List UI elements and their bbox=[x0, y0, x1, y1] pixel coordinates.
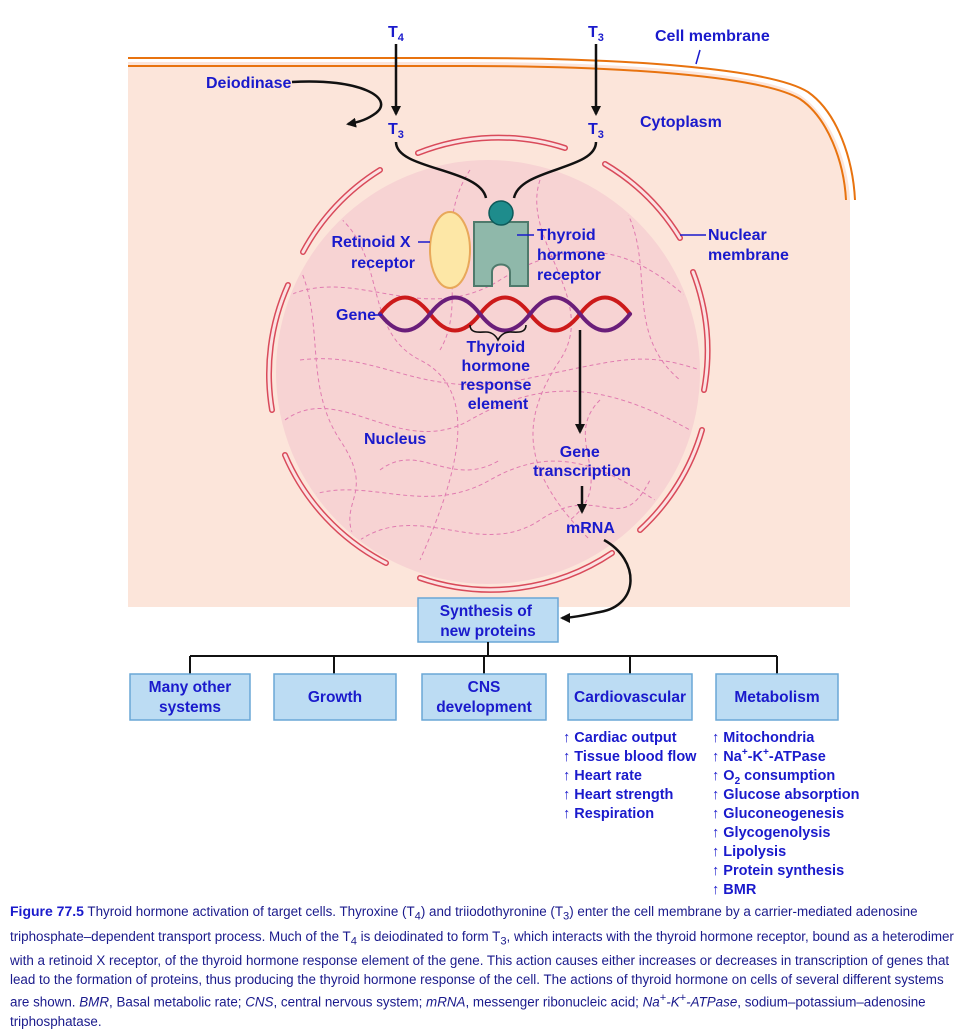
t3-top-label: T3 bbox=[588, 24, 604, 44]
effect-item: ↑ Mitochondria bbox=[712, 730, 815, 746]
svg-text:Cardiovascular: Cardiovascular bbox=[574, 689, 686, 706]
nuclear-membrane-inner bbox=[267, 136, 710, 592]
thyroid-hormone-diagram: T4 T3 Cell membrane Deiodinase T3 T3 Cyt… bbox=[128, 24, 859, 898]
effect-item: ↑ Glycogenolysis bbox=[712, 825, 830, 841]
metabolism-effects: ↑ Mitochondria ↑ Na+-K+-ATPase ↑ O2 cons… bbox=[712, 730, 859, 898]
thyroid-hormone-receptor-label: Thyroid hormone receptor bbox=[537, 227, 610, 284]
gene-label: Gene bbox=[336, 307, 376, 324]
retinoid-x-receptor bbox=[429, 211, 471, 289]
nuclear-membrane-label: Nuclear membrane bbox=[708, 227, 789, 264]
system-box-cardiovascular: Cardiovascular bbox=[567, 673, 693, 721]
effect-item: ↑ Gluconeogenesis bbox=[712, 806, 844, 822]
deiodinase-arrow bbox=[291, 80, 383, 128]
nucleus bbox=[276, 160, 700, 584]
effect-item: ↑ Cardiac output bbox=[563, 730, 677, 746]
figure-caption: Figure 77.5 Thyroid hormone activation o… bbox=[10, 903, 954, 1029]
response-element-label: Thyroid hormone response element bbox=[460, 339, 536, 413]
cell-membrane-label: Cell membrane bbox=[655, 28, 770, 45]
figure-number: Figure 77.5 bbox=[10, 903, 84, 919]
t3-left-path bbox=[394, 141, 488, 199]
retinoid-x-receptor-label: Retinoid X receptor bbox=[331, 234, 415, 272]
cardiovascular-effects: ↑ Cardiac output ↑ Tissue blood flow ↑ H… bbox=[563, 730, 697, 822]
system-box-metabolism: Metabolism bbox=[715, 673, 839, 721]
effect-item: ↑ Lipolysis bbox=[712, 844, 786, 860]
thyroid-hormone-receptor bbox=[473, 221, 529, 287]
cell-membrane-pointer bbox=[695, 49, 701, 65]
system-connectors bbox=[189, 642, 778, 674]
gene-transcription-label: Gene transcription bbox=[533, 444, 631, 480]
nucleus-label: Nucleus bbox=[364, 431, 426, 448]
effect-item: ↑ Protein synthesis bbox=[712, 863, 844, 879]
effect-item: ↑ Heart strength bbox=[563, 787, 673, 803]
svg-text:Growth: Growth bbox=[308, 689, 362, 706]
effect-item: ↑ O2 consumption bbox=[712, 768, 835, 787]
dna-helix bbox=[378, 295, 632, 333]
system-box-growth: Growth bbox=[273, 673, 397, 721]
cell-membrane bbox=[128, 57, 856, 201]
effect-item: ↑ Heart rate bbox=[563, 768, 642, 784]
effect-item: ↑ BMR bbox=[712, 882, 757, 898]
synthesis-box-label: Synthesis of new proteins bbox=[440, 603, 536, 640]
effect-item: ↑ Respiration bbox=[563, 806, 654, 822]
effect-item: ↑ Glucose absorption bbox=[712, 787, 859, 803]
synthesis-box bbox=[417, 597, 559, 643]
mrna-label: mRNA bbox=[566, 520, 615, 537]
svg-text:Metabolism: Metabolism bbox=[734, 689, 819, 706]
t3-left-label: T3 bbox=[388, 121, 404, 141]
t3-right-path bbox=[512, 141, 598, 199]
t3-ligand bbox=[488, 200, 514, 226]
response-element-brace bbox=[469, 324, 527, 342]
cytoplasm-label: Cytoplasm bbox=[640, 114, 722, 131]
t3-right-label: T3 bbox=[588, 121, 604, 141]
effect-item: ↑ Tissue blood flow bbox=[563, 749, 697, 765]
deiodinase-label: Deiodinase bbox=[206, 75, 291, 92]
t4-top-label: T4 bbox=[388, 24, 405, 44]
mrna-to-synthesis-arrow bbox=[560, 538, 632, 623]
effect-item: ↑ Na+-K+-ATPase bbox=[712, 747, 826, 765]
